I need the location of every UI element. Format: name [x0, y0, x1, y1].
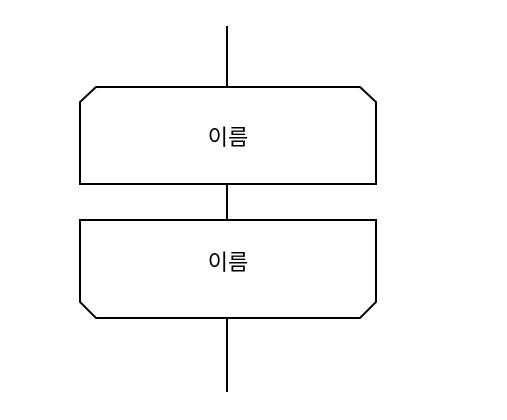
loop-start-block-label: 이름 [208, 126, 248, 151]
loop-start-block-outline[interactable] [79, 86, 377, 185]
loop-end-block-label: 이름 [208, 251, 248, 276]
loop-end-block-outline[interactable] [79, 219, 377, 319]
